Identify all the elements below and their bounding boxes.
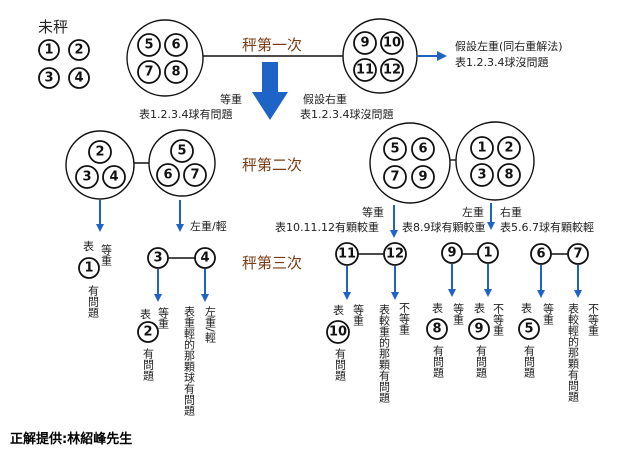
ball-number: 9 [418, 170, 427, 185]
unweighed-label: 未秤 [38, 18, 68, 36]
w3g4-eq-suffix: 有問題 [523, 344, 536, 379]
w3g3-ne-prefix: 表 [474, 301, 485, 315]
w2a-eq-label: 等重 [100, 243, 113, 266]
ball-number: 1 [44, 43, 53, 58]
weighing3-title: 秤第三次 [242, 254, 302, 272]
ball-number: 10 [383, 36, 401, 51]
w3g3-eq-suffix: 有問題 [432, 344, 445, 379]
ball-number: 7 [190, 168, 199, 183]
ball-number: 9 [447, 246, 456, 261]
w3g4-eq-prefix: 表 [521, 301, 532, 315]
w3g3-eq-label: 等重 [452, 302, 465, 325]
ball-number: 11 [356, 63, 374, 78]
w3g1-lr-label: 左重/輕 [204, 306, 217, 344]
w1-side-note-1: 假設左重(同右重解法) [455, 39, 563, 53]
ball-number: 2 [143, 325, 152, 340]
ball-number: 5 [177, 144, 186, 159]
ball-number: 3 [44, 71, 53, 86]
ball-number: 6 [163, 168, 172, 183]
ball-number: 9 [360, 36, 369, 51]
ball-number: 3 [477, 168, 486, 183]
ball-number: 6 [536, 247, 545, 262]
ball-number: 7 [573, 247, 582, 262]
w3g4-ne-text: 表較輕的那顆有問題 [567, 302, 580, 403]
ball-number: 11 [338, 247, 356, 262]
ball-number: 3 [82, 170, 91, 185]
ball [68, 67, 90, 89]
weighing1-title: 秤第一次 [242, 36, 302, 54]
w2a-eq-suffix: 有問題 [87, 284, 100, 319]
w3g2-eq-suffix: 有問題 [334, 347, 347, 382]
w1-left-note-1: 等重 [220, 92, 242, 106]
ball-number: 8 [504, 168, 513, 183]
ball-number: 1 [84, 261, 93, 276]
w3g3-ne-label: 不等重 [492, 303, 505, 336]
ball-number: 10 [329, 325, 347, 340]
w2b-right-label: 右重 [500, 205, 522, 219]
ball [68, 39, 90, 61]
w3g3-ne-suffix: 有問題 [475, 344, 488, 379]
ball-number: 12 [386, 247, 404, 262]
ball-number: 8 [171, 65, 180, 80]
w1-side-note-2: 表1.2.3.4球沒問題 [455, 55, 548, 69]
w3g3-eq-prefix: 表 [432, 301, 443, 315]
w3g2-eq-label: 等重 [352, 303, 365, 326]
ball-number: 7 [390, 170, 399, 185]
w2b-left-label: 左重 [462, 205, 484, 219]
ball-number: 8 [432, 322, 441, 337]
credit-text: 正解提供:林紹峰先生 [10, 431, 132, 447]
w2a-lr-label: 左重/輕 [190, 219, 227, 233]
ball-number: 4 [200, 251, 209, 266]
w3g2-ne-label: 不等重 [398, 302, 411, 335]
w3g1-eq-label: 等重 [157, 306, 170, 329]
w3g4-ne-label: 不等重 [587, 303, 600, 336]
w2b-right-pan [455, 121, 535, 201]
w2b-eq-2: 表10.11.12有顆較重 [275, 220, 379, 234]
ball-number: 2 [95, 145, 104, 160]
w1-left-note-2: 表1.2.3.4球有問題 [139, 107, 232, 121]
w3g1-eq-suffix: 有問題 [142, 347, 155, 382]
unweighed-balls: 1 2 3 4 [38, 39, 90, 89]
w3g4-eq-label: 等重 [542, 302, 555, 325]
w1-right-note-2: 表1.2.3.4球沒問題 [300, 107, 393, 121]
w2b-left-line: 表8.9球有顆較重 [402, 220, 486, 234]
weighing2-title: 秤第二次 [242, 156, 302, 174]
right-pan [342, 18, 418, 94]
ball [38, 67, 60, 89]
big-down-arrow [252, 62, 288, 120]
ball-number: 1 [483, 246, 492, 261]
ball-number: 1 [477, 141, 486, 156]
ball-number: 6 [171, 38, 180, 53]
ball-number: 2 [74, 43, 83, 58]
w2b-left-pan [369, 122, 451, 204]
w2a-eq-prefix: 表 [83, 239, 94, 253]
w3g2-eq-prefix: 表 [333, 303, 344, 317]
ball-number: 3 [153, 251, 162, 266]
ball-number: 9 [474, 322, 483, 337]
ball-number: 6 [418, 142, 427, 157]
w1-right-note-1: 假設右重 [303, 92, 347, 106]
ball-number: 5 [390, 142, 399, 157]
ball [38, 39, 60, 61]
ball-number: 4 [74, 71, 83, 86]
ball-number: 4 [109, 170, 118, 185]
w3g1-eq-prefix: 表 [140, 307, 151, 321]
ball-number: 2 [504, 141, 513, 156]
w3g1-lr-text: 表重輕的那顆球有問題 [183, 305, 196, 417]
left-pan [126, 19, 204, 97]
ball-number: 5 [144, 38, 153, 53]
ball-number: 5 [524, 322, 533, 337]
ball-number: 12 [383, 63, 401, 78]
ball-number: 7 [144, 65, 153, 80]
w3g2-ne-text: 表較重的那顆有問題 [378, 303, 391, 404]
w2b-right-line: 表5.6.7球有顆較輕 [500, 220, 594, 234]
w2b-eq-1: 等重 [362, 205, 384, 219]
